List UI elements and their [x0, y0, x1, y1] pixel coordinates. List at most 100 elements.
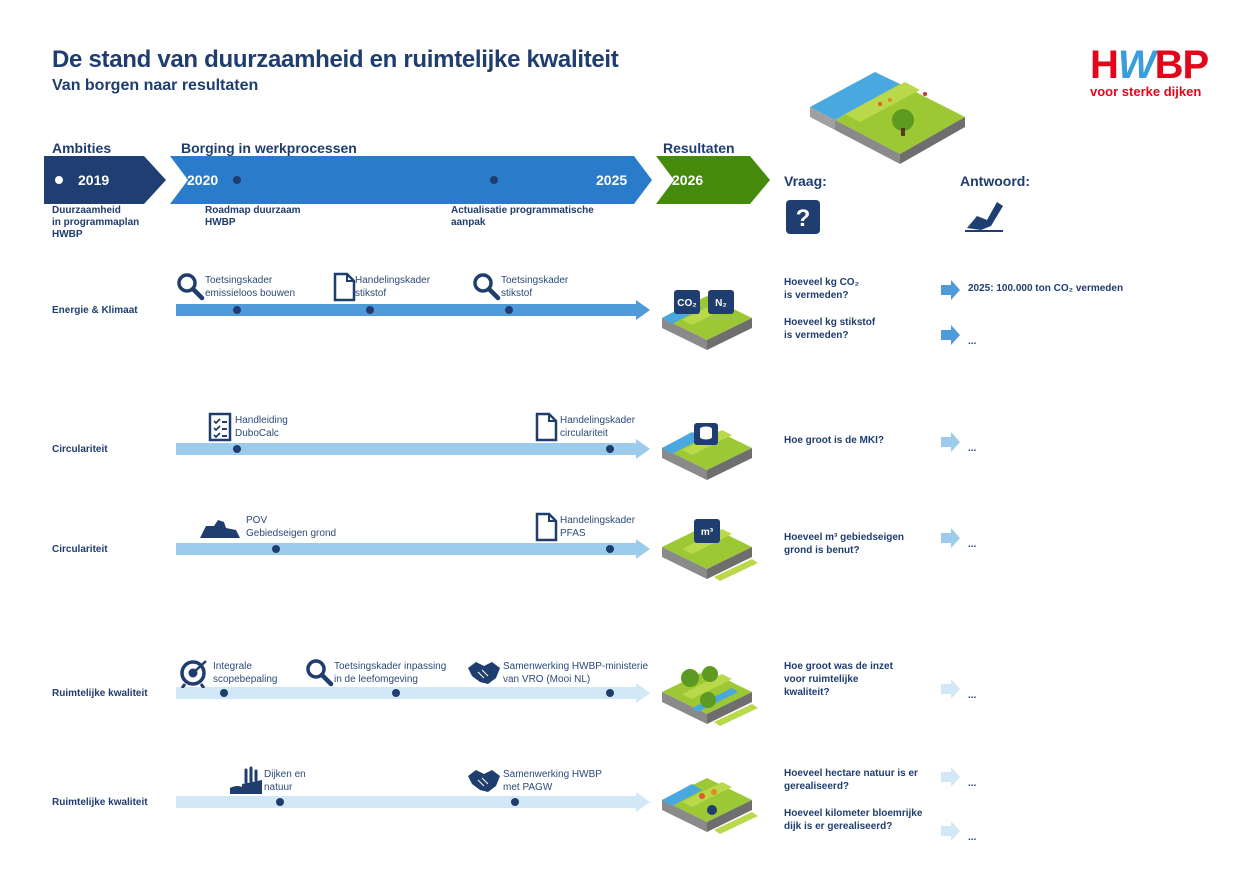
answer-arrow-icon: [941, 432, 960, 452]
row-label: Ruimtelijke kwaliteit: [52, 688, 148, 699]
milestone-dot: [606, 689, 614, 697]
answer-arrow-icon: [941, 325, 960, 345]
row-label: Circulariteit: [52, 544, 108, 555]
badge-text: N₂: [715, 298, 727, 309]
document-icon: [333, 272, 356, 302]
phase-borging: Borging in werkprocessen: [181, 140, 357, 156]
milestone-item: POV Gebiedseigen grond: [246, 515, 337, 539]
soil-pile-icon: [200, 520, 240, 538]
logo-tagline: voor sterke dijken: [1090, 84, 1202, 99]
milestone-item: Handleiding DuboCalc: [235, 415, 288, 439]
search-icon: [306, 659, 334, 687]
answer-text: 2025: 100.000 ton CO₂ vermeden: [968, 283, 1124, 294]
milestone-item: Toetsingskader inpassing in de leefomgev…: [334, 661, 447, 685]
question-text: Hoeveel m³ gebiedseigen grond is benut?: [784, 532, 905, 556]
milestone-dot: [276, 798, 284, 806]
milestone-dot: [505, 306, 513, 314]
milestone-dot: [366, 306, 374, 314]
milestone-item: Samenwerking HWBP-ministerie van VRO (Mo…: [503, 661, 649, 685]
resultaten-arrow: [656, 156, 770, 204]
svg-text:?: ?: [796, 205, 811, 232]
timeline-dot: [233, 176, 241, 184]
row-label: Ruimtelijke kwaliteit: [52, 797, 148, 808]
milestone-item: Handelingskader circulariteit: [560, 415, 636, 439]
handshake-icon: [468, 662, 500, 684]
reeds-icon: [230, 766, 262, 794]
milestone-dot: [220, 689, 228, 697]
milestone-item: Dijken en natuur: [264, 769, 306, 793]
ambities-arrow: [44, 156, 166, 204]
answer-arrow-icon: [941, 679, 960, 699]
milestone-label: Duurzaamheid in programmaplan HWBP: [52, 205, 140, 240]
phase-arrows: [44, 156, 770, 204]
milestone-dot: [511, 798, 519, 806]
question-text: Hoe groot was de inzet voor ruimtelijke …: [784, 661, 893, 698]
answer-text: ...: [968, 832, 977, 843]
row-timeline-arrow: [176, 439, 650, 459]
milestone-dot: [606, 545, 614, 553]
badge-text: m³: [701, 527, 714, 538]
question-text: Hoeveel kilometer bloemrijke dijk is er …: [784, 808, 923, 832]
milestone-dot: [392, 689, 400, 697]
document-icon: [535, 512, 558, 542]
answer-text: ...: [968, 336, 977, 347]
milestone-item: Handelingskader stikstof: [355, 275, 431, 299]
milestone-dot: [606, 445, 614, 453]
milestone-dot: [272, 545, 280, 553]
page-title: De stand van duurzaamheid en ruimtelijke…: [52, 46, 619, 73]
milestone-label: Actualisatie programmatische aanpak: [451, 205, 594, 228]
result-illustration: [662, 666, 758, 726]
answer-arrow-icon: [941, 821, 960, 841]
answer-text: ...: [968, 443, 977, 454]
logo-bp: BP: [1154, 43, 1210, 87]
milestone-item: Integrale scopebepaling: [213, 661, 278, 685]
badge-text: CO₂: [677, 298, 696, 309]
answer-text: ...: [968, 539, 977, 550]
row-timeline-arrow: [176, 300, 650, 320]
year-2019: 2019: [78, 172, 110, 188]
logo-h: H: [1090, 43, 1119, 87]
question-text: Hoe groot is de MKI?: [784, 435, 884, 446]
result-illustration: CO₂ N₂: [662, 290, 752, 350]
answer-text: ...: [968, 690, 977, 701]
year-2026: 2026: [672, 172, 704, 188]
search-icon: [177, 273, 205, 301]
hwbp-logo: HWBP voor sterke dijken: [1090, 43, 1210, 99]
borging-arrow: [170, 156, 652, 204]
search-icon: [473, 273, 501, 301]
timeline-dot: [490, 176, 498, 184]
milestone-dot: [233, 306, 241, 314]
milestone-item: Toetsingskader emissieloos bouwen: [205, 275, 296, 299]
milestone-dot: [233, 445, 241, 453]
result-illustration: [662, 423, 752, 480]
answer-arrow-icon: [941, 280, 960, 300]
timeline-dot: [55, 176, 63, 184]
question-text: Hoeveel hectare natuur is er gerealiseer…: [784, 768, 918, 792]
document-icon: [535, 412, 558, 442]
answer-arrow-icon: [941, 528, 960, 548]
question-icon: ?: [786, 200, 820, 234]
result-illustration: m³: [662, 519, 758, 581]
row-timeline-arrow: [176, 683, 650, 703]
target-icon: [180, 660, 207, 688]
milestone-item: Handelingskader PFAS: [560, 515, 636, 539]
logo-w: W: [1117, 43, 1156, 87]
milestone-item: Samenwerking HWBP met PAGW: [503, 769, 602, 793]
antwoord-header: Antwoord:: [960, 173, 1030, 189]
question-text: Hoeveel kg CO₂ is vermeden?: [784, 277, 860, 301]
milestone-item: Toetsingskader stikstof: [501, 275, 569, 299]
milestone-label: Roadmap duurzaam HWBP: [205, 205, 301, 228]
row-timeline-arrow: [176, 792, 650, 812]
answer-text: ...: [968, 778, 977, 789]
year-2020: 2020: [187, 172, 219, 188]
dike-illustration: [810, 72, 965, 164]
page-subtitle: Van borgen naar resultaten: [52, 77, 259, 94]
row-label: Energie & Klimaat: [52, 305, 138, 316]
database-icon: [694, 423, 718, 445]
answer-arrow-icon: [941, 767, 960, 787]
question-text: Hoeveel kg stikstof is vermeden?: [784, 317, 876, 341]
vraag-header: Vraag:: [784, 173, 827, 189]
handshake-icon: [468, 770, 500, 792]
checklist-icon: [208, 412, 232, 442]
row-label: Circulariteit: [52, 444, 108, 455]
